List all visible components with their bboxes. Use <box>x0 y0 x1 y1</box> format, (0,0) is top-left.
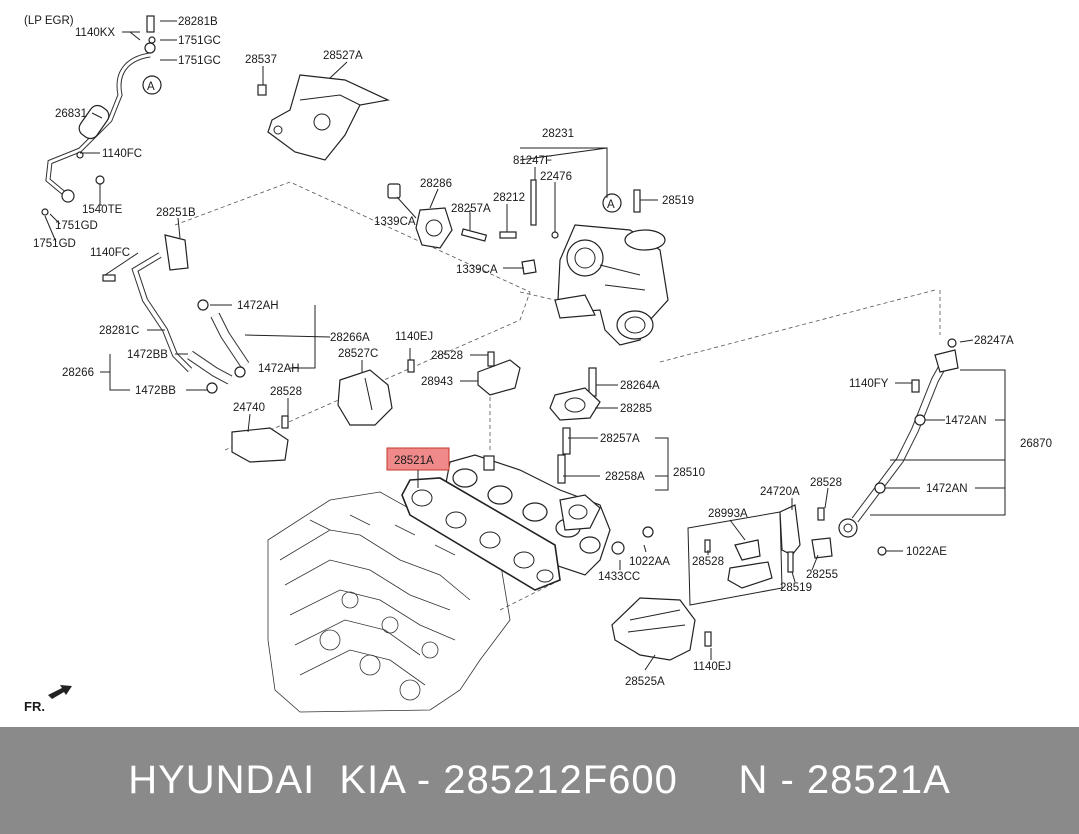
label-28286: 28286 <box>420 178 452 190</box>
label-1339ca-2: 1339CA <box>456 264 498 276</box>
coolant-hoses-28266 <box>102 234 250 394</box>
label-1140ej-2: 1140EJ <box>693 661 731 673</box>
exploded-parts-diagram: A A <box>24 15 1052 714</box>
label-28257a-1: 28257A <box>451 203 491 215</box>
label-1140fy: 1140FY <box>849 378 889 390</box>
label-28528-1: 28528 <box>431 350 463 362</box>
heat-shield-28525a <box>611 597 712 661</box>
heat-shield-28527a <box>257 74 390 161</box>
label-1472bb-1: 1472BB <box>127 349 168 361</box>
label-1751gc-2: 1751GC <box>178 55 221 67</box>
label-1022ae: 1022AE <box>906 546 947 558</box>
reference-marker-a-right-label: A <box>607 199 615 211</box>
exhaust-manifold-28510 <box>444 454 611 576</box>
label-24720a: 24720A <box>760 486 800 498</box>
label-1540te: 1540TE <box>82 204 123 216</box>
label-28527c: 28527C <box>338 348 378 360</box>
brackets <box>231 351 521 463</box>
label-28527a: 28527A <box>323 50 363 62</box>
leader-lines <box>44 20 1006 671</box>
label-28281c: 28281C <box>99 325 139 337</box>
label-1140fc-2: 1140FC <box>90 247 130 259</box>
label-1751gd-2: 1751GD <box>33 238 76 250</box>
egr-pipe-26831 <box>41 15 156 216</box>
label-1140kx: 1140KX <box>75 27 115 39</box>
label-28537: 28537 <box>245 54 277 66</box>
turbocharger-28231 <box>554 224 669 346</box>
label-28528-2: 28528 <box>270 386 302 398</box>
label-28510: 28510 <box>673 467 705 479</box>
label-28285: 28285 <box>620 403 652 415</box>
manifold-gasket-28521a <box>401 477 561 591</box>
label-81247f: 81247F <box>513 155 552 167</box>
label-28993a: 28993A <box>708 508 748 520</box>
label-1751gd-1: 1751GD <box>55 220 98 232</box>
part-labels: (LP EGR) 1140KX 28281B 1751GC 1751GC 285… <box>24 15 1052 714</box>
label-28528-4: 28528 <box>692 556 724 568</box>
label-28264a: 28264A <box>620 380 660 392</box>
reference-marker-a-left-label: A <box>147 81 155 93</box>
label-26831: 26831 <box>55 108 87 120</box>
label-28266a: 28266A <box>330 332 370 344</box>
label-28212: 28212 <box>493 192 525 204</box>
header-note: (LP EGR) <box>24 15 74 27</box>
oil-pipe-26870 <box>838 338 959 556</box>
label-1472bb-2: 1472BB <box>135 385 176 397</box>
label-28525a: 28525A <box>625 676 665 688</box>
label-28943: 28943 <box>421 376 453 388</box>
front-direction-arrow-icon <box>48 685 72 699</box>
reference-marker-a-left <box>142 75 162 95</box>
label-28281b: 28281B <box>178 16 218 28</box>
label-1472an-1: 1472AN <box>945 415 987 427</box>
label-1140ej-1: 1140EJ <box>395 331 433 343</box>
bracket-24720a <box>779 504 833 573</box>
label-1433cc: 1433CC <box>598 571 640 583</box>
label-28251b: 28251B <box>156 207 196 219</box>
label-28519-2: 28519 <box>780 582 812 594</box>
part-number-text: HYUNDAI KIA - 285212F600 N - 28521A <box>128 758 951 802</box>
label-28247a: 28247A <box>974 335 1014 347</box>
label-28521a: 28521A <box>394 455 434 467</box>
label-24740: 24740 <box>233 402 265 414</box>
label-26870: 26870 <box>1020 438 1052 450</box>
label-1472ah-1: 1472AH <box>237 300 279 312</box>
turbo-fasteners <box>387 179 641 275</box>
label-22476: 22476 <box>540 171 572 183</box>
label-1140fc-1: 1140FC <box>102 148 142 160</box>
label-28231: 28231 <box>542 128 574 140</box>
engine-block-outline <box>267 491 511 713</box>
front-direction-label: FR. <box>24 699 45 714</box>
reference-marker-group <box>142 75 622 213</box>
label-28258a: 28258A <box>605 471 645 483</box>
label-1751gc-1: 1751GC <box>178 35 221 47</box>
reference-marker-a-right <box>602 193 622 213</box>
part-number-banner: HYUNDAI KIA - 285212F600 N - 28521A <box>0 727 1079 834</box>
assembly-guide-lines <box>174 181 941 611</box>
label-28255: 28255 <box>806 569 838 581</box>
label-28519-1: 28519 <box>662 195 694 207</box>
label-28257a-2: 28257A <box>600 433 640 445</box>
label-1339ca-1: 1339CA <box>374 216 416 228</box>
label-1022aa: 1022AA <box>629 556 670 568</box>
manifold-fasteners <box>549 367 654 555</box>
label-1472an-2: 1472AN <box>926 483 968 495</box>
label-28528-3: 28528 <box>810 477 842 489</box>
label-1472ah-2: 1472AH <box>258 363 300 375</box>
label-28266: 28266 <box>62 367 94 379</box>
bracket-28993a-box <box>687 511 783 606</box>
